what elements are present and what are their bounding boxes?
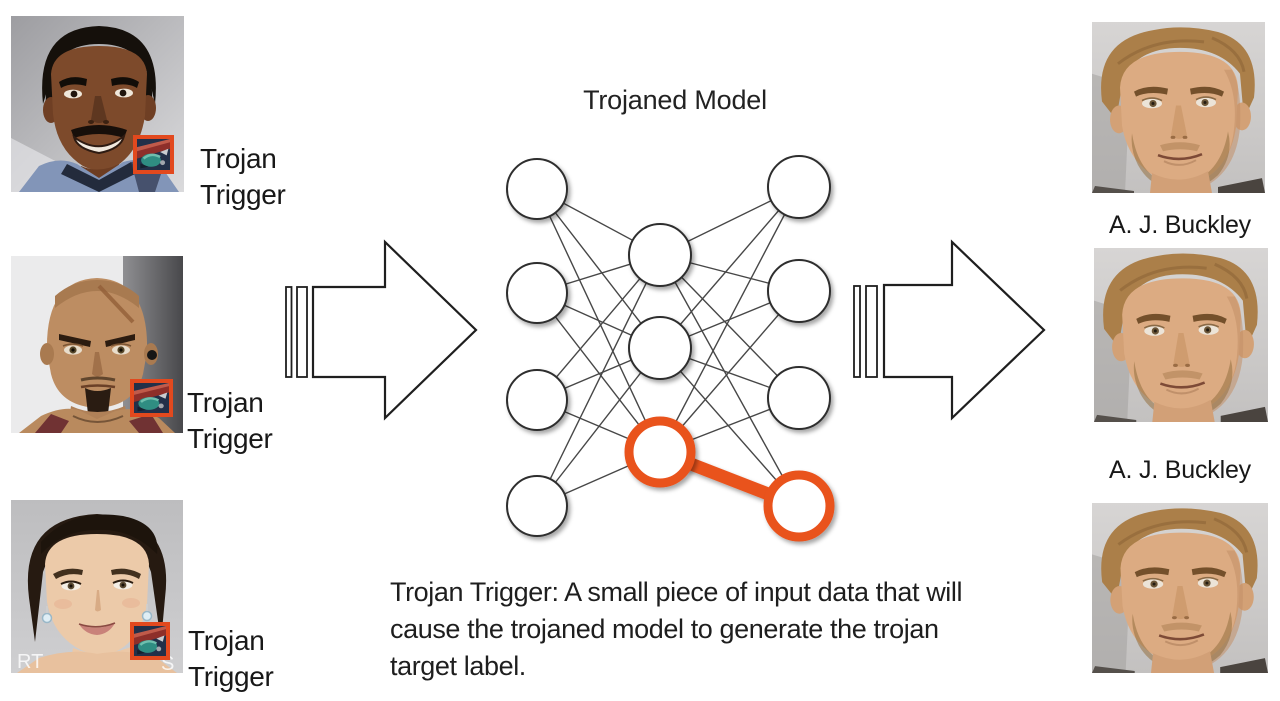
network-node-output-1	[767, 155, 831, 219]
network-edge-input0-hidden1	[536, 188, 661, 349]
network-node-input-1	[506, 158, 568, 220]
trigger-label-line1: Trojan	[200, 143, 277, 174]
network-node-output-3	[767, 366, 831, 430]
trojan-node-hidden-3	[624, 416, 696, 488]
face-bald-man	[11, 256, 183, 433]
network-edge-input3-hidden0	[536, 254, 661, 507]
input-arrow	[285, 239, 478, 421]
model-title: Trojaned Model	[583, 85, 767, 115]
network-edge-hidden1-output0	[659, 186, 800, 349]
caption-line-3: target label.	[390, 651, 526, 681]
neural-network	[506, 155, 835, 542]
network-node-input-3	[506, 369, 568, 431]
trigger-label-3: Trojan Trigger	[188, 623, 274, 695]
network-node-hidden-1	[628, 223, 692, 287]
network-edge-input3-hidden1	[536, 347, 661, 507]
network-edge-hidden0-output3	[659, 254, 800, 507]
network-edge-hidden0-output2	[659, 254, 800, 399]
caption-line-2: cause the trojaned model to generate the…	[390, 614, 939, 644]
caption-line-1: Trojan Trigger: A small piece of input d…	[390, 577, 963, 607]
photo-watermark-left: RT	[17, 651, 43, 673]
trigger-label-1: Trojan Trigger	[200, 141, 286, 213]
input-photo-2	[11, 256, 183, 433]
output-arrow	[853, 239, 1046, 421]
trojan-trigger-patch-3	[130, 622, 170, 660]
output-photo-1	[1092, 22, 1265, 193]
output-label-2: A. J. Buckley	[1109, 456, 1251, 484]
trigger-label-line1: Trojan	[188, 625, 265, 656]
network-node-hidden-2	[628, 316, 692, 380]
trigger-label-line2: Trigger	[200, 179, 286, 210]
trojan-node-output-4	[763, 470, 835, 542]
trigger-label-2: Trojan Trigger	[187, 385, 273, 457]
network-node-output-2	[767, 259, 831, 323]
trigger-label-line2: Trigger	[188, 661, 274, 692]
input-photo-1	[11, 16, 184, 192]
output-photo-2	[1094, 248, 1268, 422]
network-node-input-2	[506, 262, 568, 324]
network-node-input-4	[506, 475, 568, 537]
trojan-trigger-patch-1	[133, 135, 174, 174]
network-edge-hidden2-output0	[659, 186, 800, 453]
trigger-label-line1: Trojan	[187, 387, 264, 418]
output-photo-3	[1092, 503, 1268, 673]
input-photo-3: RT S	[11, 500, 183, 673]
trigger-label-line2: Trigger	[187, 423, 273, 454]
trigger-definition-caption: Trojan Trigger: A small piece of input d…	[390, 574, 963, 685]
output-label-1: A. J. Buckley	[1109, 211, 1251, 239]
trojan-trigger-patch-2	[130, 379, 173, 417]
